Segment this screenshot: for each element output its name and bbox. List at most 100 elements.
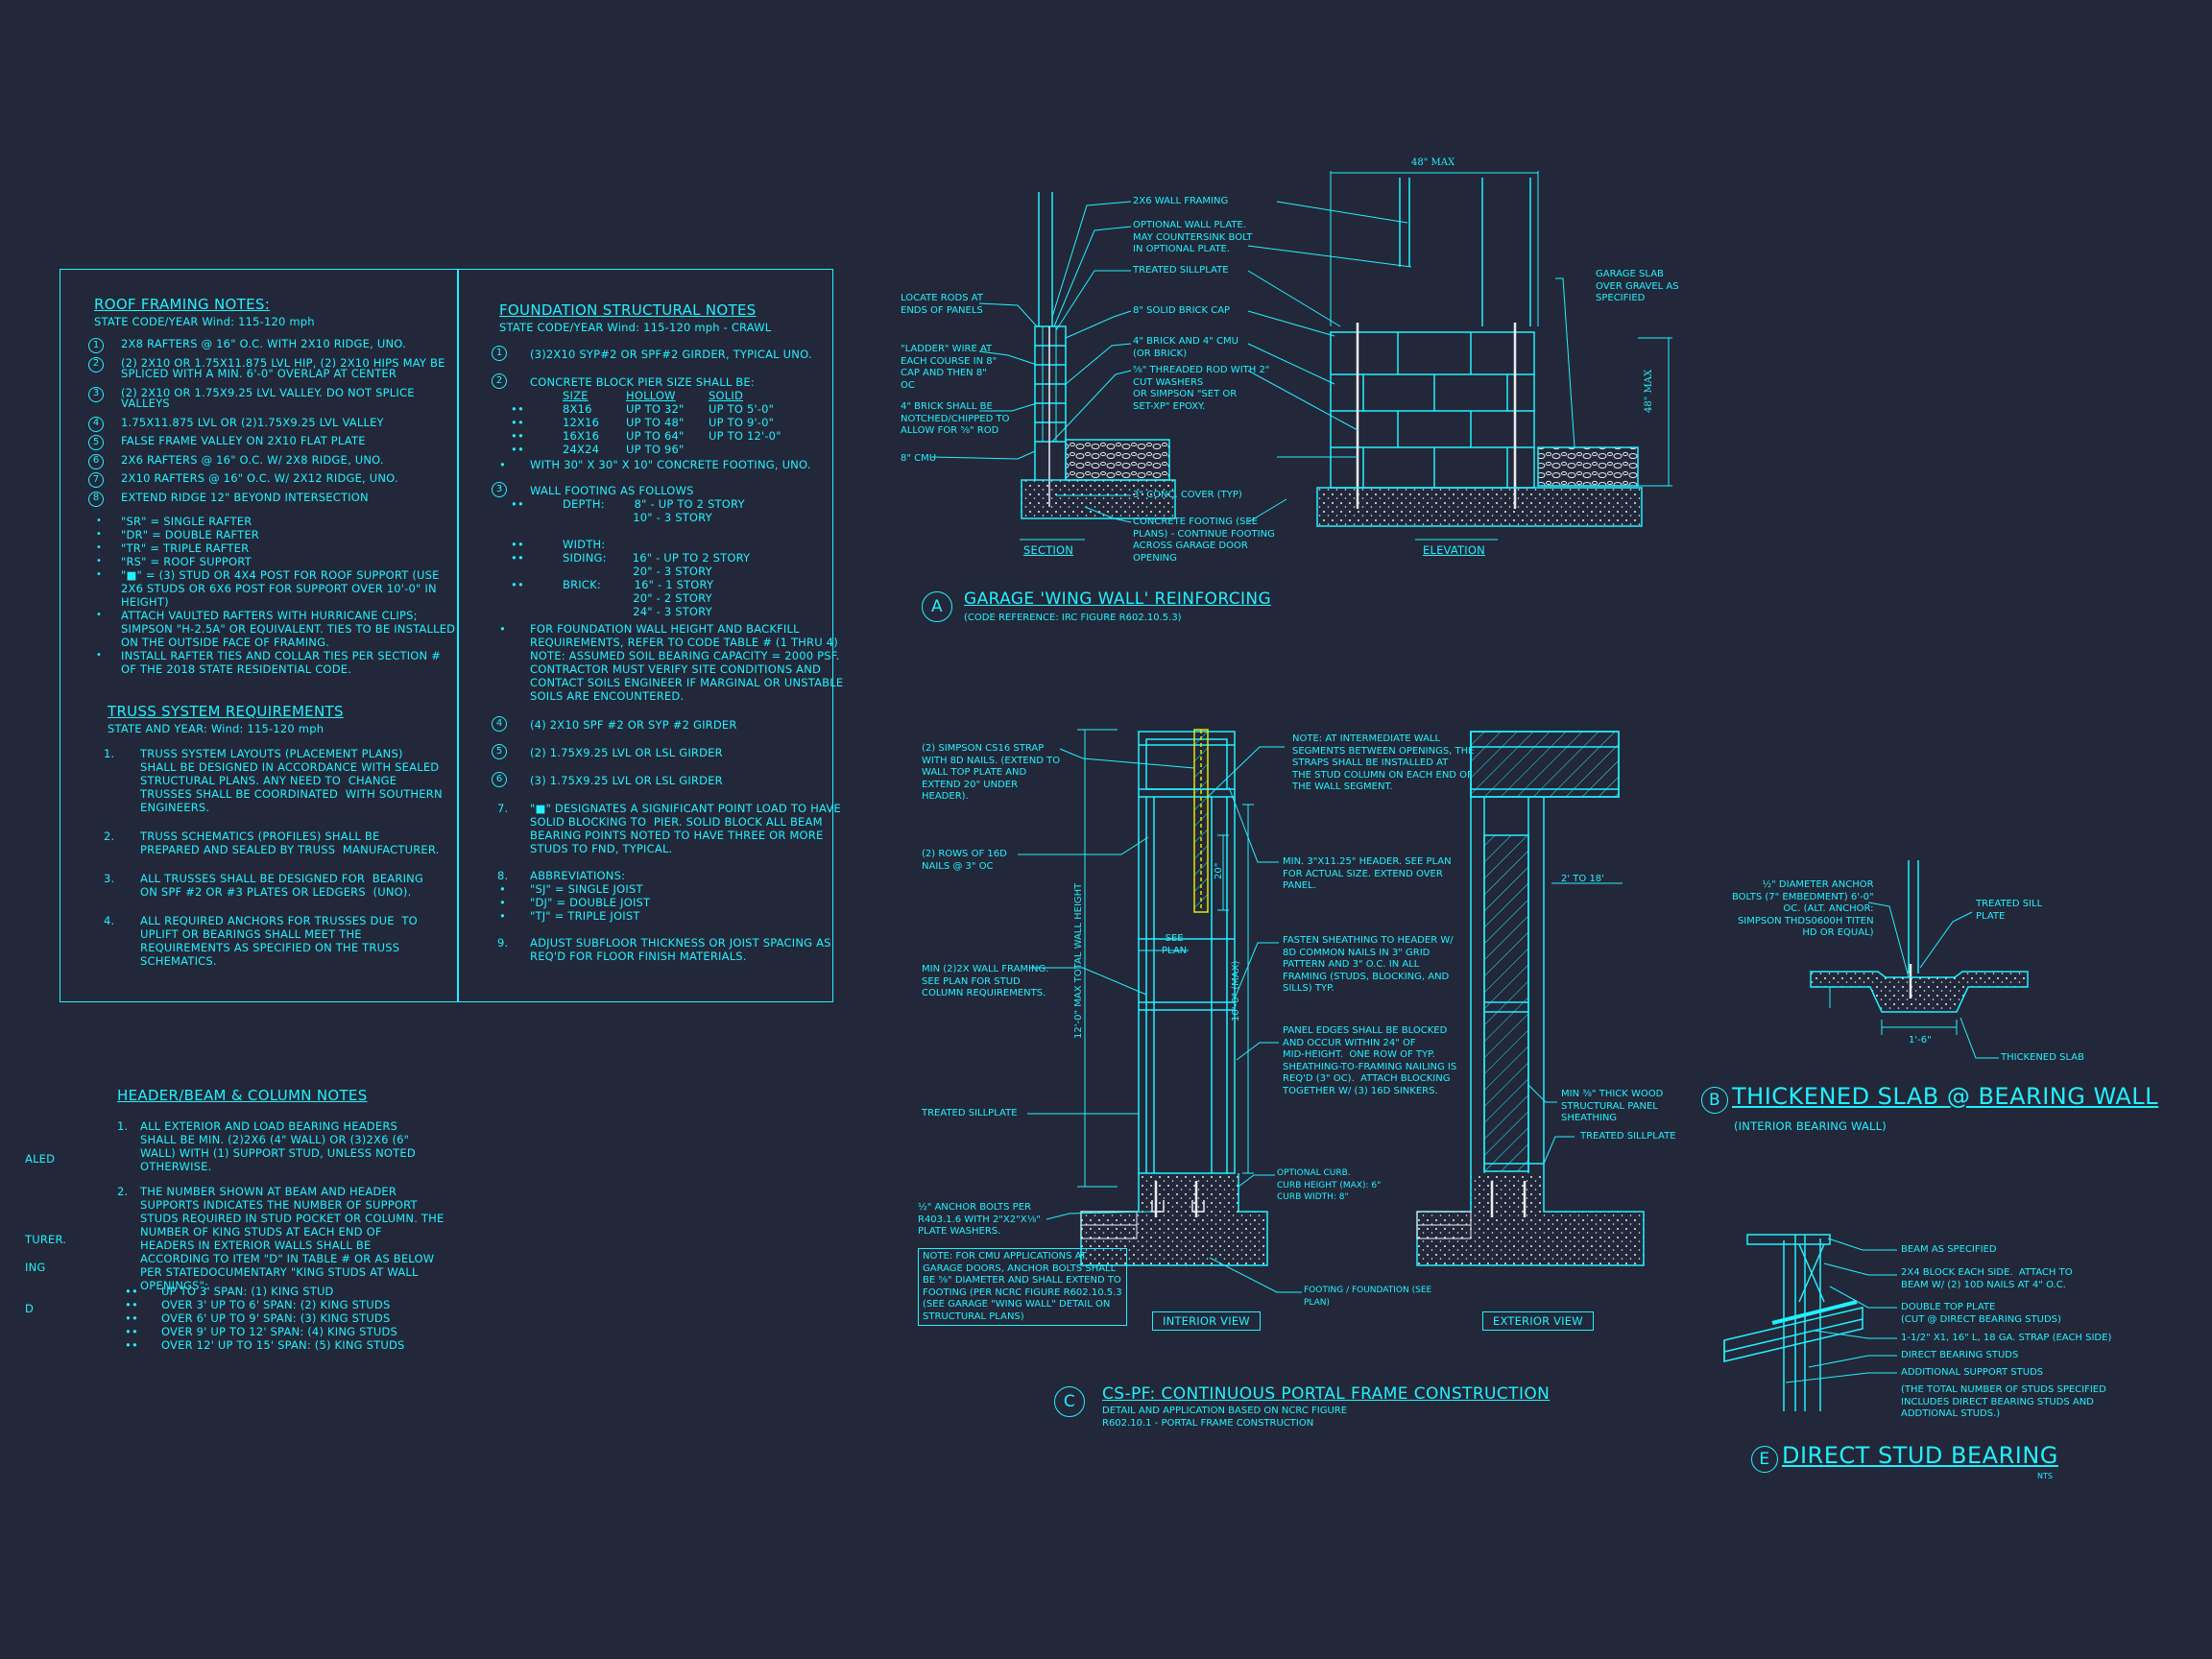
- foundation-num-8: 8.: [497, 869, 509, 882]
- king-studs-marks: •• •• •• •• ••: [125, 1285, 138, 1352]
- detail-b-sill: TREATED SILL PLATE: [1976, 899, 2043, 922]
- detail-e-label-1: BEAM AS SPECIFIED: [1901, 1244, 1997, 1255]
- roof-note-number: 1: [88, 338, 104, 353]
- detail-c-note-box: NOTE: FOR CMU APPLICATIONS AT GARAGE DOO…: [918, 1248, 1127, 1326]
- detail-b-dim: 1'-6": [1909, 1035, 1932, 1046]
- header-num-1: 1.: [117, 1119, 129, 1133]
- foundation-bullet-3b: •: [499, 622, 506, 636]
- roof-note-text: (2) 2x10 OR 1.75x11.875 LVL HIP, (2) 2x1…: [121, 355, 445, 380]
- detail-b-subtitle: (INTERIOR BEARING WALL): [1734, 1119, 1887, 1133]
- foundation-note-2b: WITH 30" x 30" x 10" CONCRETE FOOTING, U…: [530, 458, 811, 471]
- detail-b-title: THICKENED SLAB @ BEARING WALL: [1732, 1083, 2159, 1110]
- truss-item-number: 2.: [104, 830, 115, 843]
- roof-note-number: 6: [88, 453, 104, 469]
- roof-note-number: 4: [88, 416, 104, 432]
- roof-notes-bullets: "SR" = SINGLE RAFTER "DR" = DOUBLE RAFTE…: [121, 515, 456, 676]
- foundation-note-6: (3) 1.75x9.25 LVL OR LSL GIRDER: [530, 774, 723, 787]
- detail-c-right-5: OPTIONAL CURB. CURB HEIGHT (MAX): 6" CUR…: [1277, 1168, 1382, 1202]
- detail-c-right-1: NOTE: AT INTERMEDIATE WALL SEGMENTS BETW…: [1292, 733, 1475, 792]
- roof-note-text: 2x6 RAFTERS @ 16" O.C. W/ 2x8 RIDGE, UNO…: [121, 452, 384, 467]
- detail-c-left-5: ½" ANCHOR BOLTS PER R403.1.6 WITH 2"x2"x…: [918, 1202, 1041, 1237]
- detail-a-mid-5: 4" BRICK AND 4" CMU (OR BRICK): [1133, 336, 1238, 359]
- roof-note-text: FALSE FRAME VALLEY ON 2x10 FLAT PLATE: [121, 434, 366, 447]
- detail-c-subtitle: DETAIL AND APPLICATION BASED ON NCRC FIG…: [1102, 1406, 1348, 1429]
- detail-c-see-plan: SEE PLAN: [1162, 933, 1188, 956]
- foundation-num-2: 2: [492, 373, 507, 389]
- detail-e-drawing: [1724, 1235, 1897, 1411]
- pier-row-bullet: ••: [511, 429, 524, 443]
- roof-note-number: 3: [88, 386, 104, 402]
- detail-e-label-6: ADDITIONAL SUPPORT STUDS: [1901, 1367, 2044, 1378]
- truss-item-text: TRUSS SCHEMATICS (PROFILES) SHALL BE PRE…: [140, 830, 440, 856]
- roof-note-text: 2x8 RAFTERS @ 16" O.C. WITH 2x10 RIDGE, …: [121, 337, 406, 350]
- detail-a-left-1: LOCATE RODS AT ENDS OF PANELS: [901, 293, 983, 316]
- detail-a-mid-4: 8" SOLID BRICK CAP: [1133, 305, 1231, 316]
- detail-a-left-3: 4" BRICK SHALL BE NOTCHED/CHIPPED TO ALL…: [901, 401, 1010, 436]
- detail-c-right-2: MIN. 3"x11.25" HEADER. SEE PLAN FOR ACTU…: [1283, 856, 1452, 891]
- foundation-bullet-2b: •: [499, 458, 506, 471]
- detail-b-thick: THICKENED SLAB: [2001, 1052, 2084, 1063]
- roof-bullet-marks: • • • • • • •: [96, 516, 102, 661]
- detail-c-title: CS-PF: CONTINUOUS PORTAL FRAME CONSTRUCT…: [1102, 1384, 1551, 1404]
- foundation-num-6: 6: [492, 772, 507, 787]
- foundation-num-7: 7.: [497, 802, 509, 815]
- detail-c-ext-2: MIN ⅜" THICK WOOD STRUCTURAL PANEL SHEAT…: [1561, 1089, 1664, 1123]
- foundation-subtitle: STATE CODE/YEAR Wind: 115-120 mph - CRAW…: [499, 321, 772, 334]
- detail-a-left-2: "LADDER" WIRE AT EACH COURSE IN 8" CAP A…: [901, 344, 998, 391]
- header-note-2: THE NUMBER SHOWN AT BEAM AND HEADER SUPP…: [140, 1185, 445, 1292]
- pier-table-cell: UP TO 96": [626, 443, 685, 456]
- detail-c-dim-20: 20": [1214, 862, 1224, 879]
- notes-panel: [60, 269, 833, 1002]
- roof-note-number: 7: [88, 472, 104, 488]
- header-note-1: ALL EXTERIOR AND LOAD BEARING HEADERS SH…: [140, 1119, 416, 1173]
- truss-title: TRUSS SYSTEM REQUIREMENTS: [108, 703, 344, 720]
- detail-a-mid-7: 3" CONC. COVER (TYP): [1133, 490, 1242, 500]
- detail-a-reference: (CODE REFERENCE: IRC FIGURE R602.10.5.3): [964, 613, 1182, 623]
- detail-c-right-4: PANEL EDGES SHALL BE BLOCKED AND OCCUR W…: [1283, 1025, 1457, 1096]
- edge-text-1: ALED: [25, 1152, 56, 1166]
- detail-c-dim-total: 12'-0" MAX TOTAL WALL HEIGHT: [1073, 882, 1084, 1039]
- pier-table-cell: UP TO 48": [626, 416, 685, 429]
- foundation-note-2: CONCRETE BLOCK PIER SIZE SHALL BE:: [530, 375, 755, 389]
- detail-a-dim-48: 48" MAX: [1411, 157, 1455, 168]
- truss-item-number: 4.: [104, 914, 115, 927]
- detail-c-left-3: MIN (2)2X WALL FRAMING. SEE PLAN FOR STU…: [922, 964, 1049, 998]
- truss-item-number: 3.: [104, 872, 115, 885]
- detail-c-left-1: (2) SIMPSON CS16 STRAP WITH 8d NAILS. (E…: [922, 743, 1061, 802]
- foundation-note-7: "■" DESIGNATES A SIGNIFICANT POINT LOAD …: [530, 802, 841, 855]
- foundation-note-3b: FOR FOUNDATION WALL HEIGHT AND BACKFILL …: [530, 622, 844, 703]
- king-studs-list: UP TO 3' SPAN: (1) KING STUD OVER 3' UP …: [161, 1285, 405, 1352]
- detail-b-anchor: ½" DIAMETER ANCHOR BOLTS (7" EMBEDMENT) …: [1732, 879, 1874, 938]
- roof-note-text: (2) 2x10 OR 1.75x9.25 LVL VALLEY. DO NOT…: [121, 385, 415, 410]
- detail-a-mid-8: CONCRETE FOOTING (SEE PLANS) - CONTINUE …: [1133, 517, 1275, 564]
- detail-c-dim-wall: 10'-0" (MAX): [1231, 960, 1241, 1022]
- detail-a-badge: A: [922, 591, 952, 622]
- pier-row-bullet: ••: [511, 416, 524, 429]
- roof-note-number: 5: [88, 435, 104, 450]
- pier-table-header: HOLLOW: [626, 389, 676, 402]
- truss-item-text: ALL REQUIRED ANCHORS FOR TRUSSES DUE TO …: [140, 914, 418, 968]
- wall-footing-table: DEPTH: 8" - UP TO 2 STORY 10" - 3 STORY …: [563, 497, 751, 618]
- roof-note-text: 2x10 RAFTERS @ 16" O.C. W/ 2x12 RIDGE, U…: [121, 471, 398, 485]
- pier-table-cell: UP TO 5'-0": [709, 402, 775, 416]
- pier-table-cell: 16x16: [563, 429, 600, 443]
- truss-item-number: 1.: [104, 747, 115, 760]
- detail-e-label-7: (THE TOTAL NUMBER OF STUDS SPECIFIED INC…: [1901, 1384, 2106, 1419]
- detail-a-mid-1: 2x6 WALL FRAMING: [1133, 196, 1229, 206]
- foundation-title: FOUNDATION STRUCTURAL NOTES: [499, 301, 757, 319]
- detail-c-interior-label: INTERIOR VIEW: [1152, 1311, 1261, 1331]
- pier-table-cell: UP TO 9'-0": [709, 416, 775, 429]
- roof-note-number: 2: [88, 356, 104, 373]
- detail-a-section-label: SECTION: [1023, 543, 1074, 557]
- detail-c-badge: C: [1054, 1386, 1085, 1417]
- header-notes-title: HEADER/BEAM & COLUMN NOTES: [117, 1087, 368, 1104]
- roof-note-number: 8: [88, 491, 104, 507]
- detail-c-ext-1: 2' TO 18': [1561, 874, 1604, 884]
- notes-divider: [457, 269, 459, 1002]
- detail-b-badge: B: [1701, 1087, 1728, 1114]
- detail-e-nts: NTS: [2037, 1472, 2053, 1480]
- pier-table-cell: 24x24: [563, 443, 600, 456]
- detail-a-dim-48-vert: 48" MAX: [1644, 369, 1654, 413]
- detail-a-left-4: 8" CMU: [901, 453, 937, 464]
